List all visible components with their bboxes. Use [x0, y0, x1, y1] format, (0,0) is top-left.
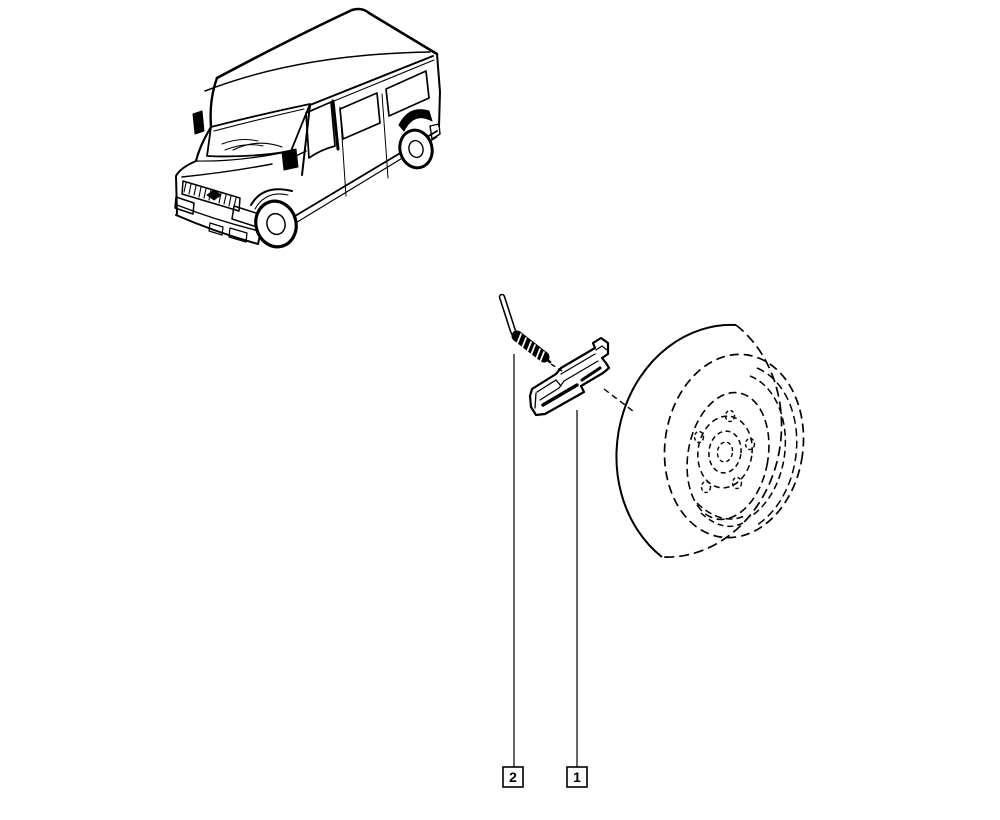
- van-wiper-1: [224, 144, 264, 151]
- van-rear-bumper: [429, 123, 441, 140]
- van-fog-left: [208, 222, 224, 236]
- retainer-bracket-drawing: [528, 336, 611, 417]
- van-fog-right: [228, 227, 248, 243]
- callout-2: 2: [502, 354, 524, 788]
- wheel-rim-dish: [686, 391, 770, 521]
- wheel-bolt-holes: [693, 409, 756, 494]
- callout-1: 1: [566, 410, 588, 788]
- bracket-tab-inner: [595, 345, 608, 351]
- van-line-drawing: [174, 7, 441, 249]
- van-roof-edge: [215, 8, 354, 80]
- callout-2-box[interactable]: [502, 766, 524, 788]
- van-bumper-bottom: [175, 214, 262, 245]
- wheel-barrel-arc-2: [749, 375, 787, 518]
- van-windshield-trim: [213, 108, 305, 132]
- bracket-jog-2: [558, 380, 565, 389]
- wheel-bead-ellipse: [663, 353, 805, 539]
- van-brand-diamond: [206, 189, 222, 201]
- wheel-lip-arc-1: [696, 502, 748, 520]
- wheel-hub-circle: [708, 430, 742, 474]
- bracket-line-1: [536, 379, 557, 393]
- hook-pin-thread: [511, 330, 550, 363]
- van-hood-edge: [181, 163, 273, 178]
- spare-wheel-phantom-drawing: [615, 323, 805, 558]
- bracket-jog-1: [555, 379, 562, 387]
- dash-bracket-to-wheel: [603, 388, 634, 412]
- van-door-window: [305, 101, 336, 159]
- bracket-channel-right: [580, 366, 602, 382]
- bracket-line-4: [563, 360, 599, 382]
- van-door-seam-1: [339, 106, 347, 197]
- bracket-line-3: [539, 387, 560, 401]
- bracket-line-2: [560, 353, 596, 375]
- hook-pin-drawing: [498, 293, 552, 364]
- van-grille: [181, 180, 241, 212]
- callout-1-label[interactable]: 1: [573, 769, 581, 785]
- van-front-arch2: [254, 193, 289, 210]
- van-door-front-edge: [301, 104, 311, 176]
- wheel-outer-solid-arc: [615, 323, 737, 558]
- wheel-outer-dashed-arc: [661, 324, 783, 558]
- assembly-dashed-lines: [550, 363, 634, 412]
- callout-1-box[interactable]: [566, 766, 588, 788]
- van-rear-window: [385, 70, 430, 117]
- van-a-pillar: [209, 76, 219, 129]
- wheel-center-bore: [716, 441, 734, 463]
- van-front-arch: [250, 188, 293, 206]
- van-b-pillar: [331, 99, 340, 151]
- van-front-left-edge: [194, 125, 213, 163]
- van-door-seam-2: [381, 93, 389, 179]
- bracket-channel-left: [541, 383, 579, 407]
- wheel-lip-arc-2: [700, 512, 744, 528]
- van-roof-rear-edge: [350, 7, 439, 56]
- van-bumper-line: [176, 204, 260, 232]
- van-wiper-2: [221, 139, 259, 145]
- van-rear-wheel: [398, 128, 434, 170]
- van-left-mirror: [192, 110, 205, 135]
- bracket-end-cap: [534, 392, 537, 409]
- callout-2-label[interactable]: 2: [509, 769, 517, 785]
- van-front-wheel: [254, 199, 298, 249]
- wheel-bolt-circle: [697, 415, 753, 489]
- van-hood-bulge: [232, 142, 283, 151]
- van-rear-arch: [398, 109, 433, 132]
- van-right-mirror: [281, 148, 299, 171]
- bracket-outline: [528, 336, 611, 417]
- van-rear-hub: [408, 139, 424, 159]
- van-rear-corner: [436, 53, 441, 127]
- van-front-hub: [266, 212, 286, 236]
- van-front-corner-edge: [175, 160, 197, 215]
- van-headlight-left: [174, 196, 195, 215]
- van-gutter-line: [309, 55, 434, 106]
- van-cowl-line: [195, 150, 292, 162]
- wheel-barrel-arc-1: [756, 367, 798, 526]
- dash-pin-to-bracket: [550, 363, 563, 372]
- van-windshield: [206, 103, 311, 158]
- hook-pin-thread-hatch: [516, 333, 545, 363]
- van-roof-inner-line: [204, 51, 431, 92]
- van-mid-window: [339, 92, 381, 140]
- hook-pin-tip: [543, 356, 552, 364]
